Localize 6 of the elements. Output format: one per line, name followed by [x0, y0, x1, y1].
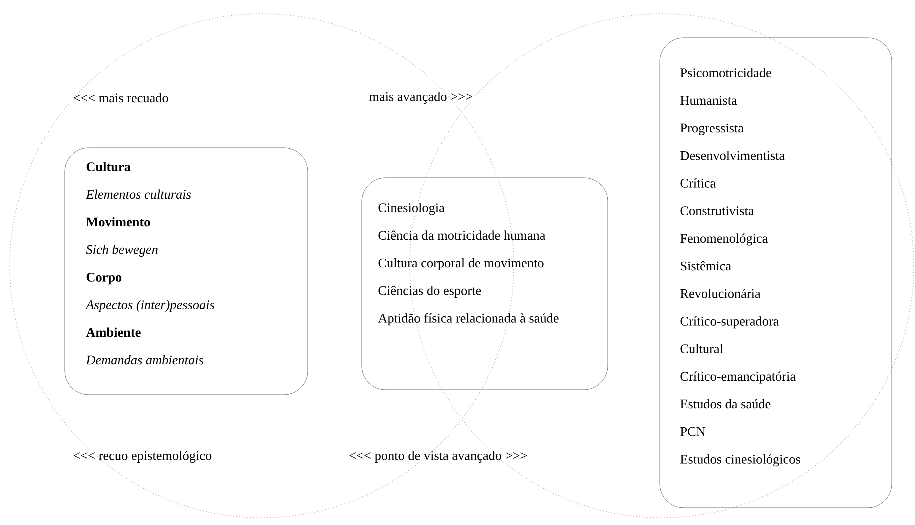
axis-label: <<< mais recuado: [74, 93, 168, 103]
axis-label: <<< recuo epistemológico: [74, 451, 212, 464]
list-box: Cinesiologia Ciência da motricidade humana Cultura corporal de movimento Ciências do esporte Aptidão física relacionada à saúde: [362, 178, 608, 390]
axis-label: <<< ponto de vista avançado >>>: [350, 451, 528, 463]
axis-label: mais avançado >>>: [370, 92, 472, 104]
list-box: Cultura Elementos culturais Movimento Sich bewegen Corpo Aspectos (inter)pessoais Ambiente Demandas ambientais: [64, 148, 308, 396]
